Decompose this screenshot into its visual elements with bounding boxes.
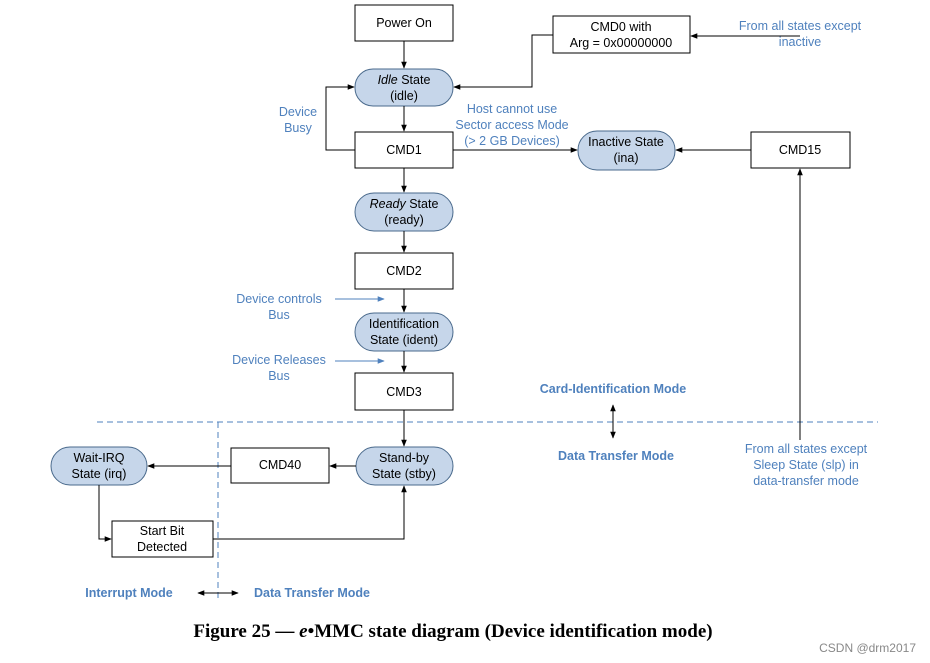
data-transfer-mode-label-right: Data Transfer Mode bbox=[558, 449, 674, 463]
ready-state-label-rest: State bbox=[406, 197, 439, 211]
cmd2-box bbox=[354, 252, 454, 290]
idle-state-label-line1: Idle State bbox=[378, 73, 431, 87]
figure-caption-suffix: •MMC state diagram (Device identificatio… bbox=[308, 621, 713, 642]
start-bit-detected-box bbox=[111, 520, 214, 558]
inactive-state-label-line1: Inactive State bbox=[588, 135, 664, 149]
figure-caption: Figure 25 — e•MMC state diagram (Device … bbox=[193, 621, 712, 642]
host-cannot-line2: Sector access Mode bbox=[455, 118, 568, 132]
figure-caption-italic: e bbox=[299, 621, 308, 642]
ready-state-label-line1: Ready State bbox=[370, 197, 439, 211]
start-bit-label-line1: Start Bit bbox=[140, 524, 185, 538]
from-all-except-inactive-line2: inactive bbox=[779, 35, 821, 49]
figure-caption-prefix: Figure 25 — bbox=[193, 621, 299, 642]
idle-state-label-italic: Idle bbox=[378, 73, 398, 87]
inactive-state bbox=[577, 130, 676, 171]
start-bit-label-line2: Detected bbox=[137, 540, 187, 554]
watermark: CSDN @drm2017 bbox=[819, 641, 916, 655]
cmd15-label: CMD15 bbox=[779, 143, 821, 157]
from-all-except-sleep-line2: Sleep State (slp) in bbox=[753, 458, 859, 472]
cmd0-label-line1: CMD0 with bbox=[590, 20, 651, 34]
idle-state-label-line2: (idle) bbox=[390, 89, 418, 103]
from-all-except-sleep-line3: data-transfer mode bbox=[753, 474, 859, 488]
wait-irq-state-label-line1: Wait-IRQ bbox=[74, 451, 125, 465]
standby-state-label-line2: State (stby) bbox=[372, 467, 436, 481]
cmd1-label: CMD1 bbox=[386, 143, 421, 157]
data-transfer-mode-label-bottom: Data Transfer Mode bbox=[254, 586, 370, 600]
from-all-except-inactive-line1: From all states except bbox=[739, 19, 862, 33]
arrow-cmd1-busy-loop bbox=[325, 84, 355, 151]
inactive-state-label-line2: (ina) bbox=[613, 151, 638, 165]
device-controls-line1: Device controls bbox=[236, 292, 321, 306]
cmd0-box bbox=[552, 15, 691, 54]
host-cannot-line1: Host cannot use bbox=[467, 102, 557, 116]
cmd3-label: CMD3 bbox=[386, 385, 421, 399]
host-cannot-line3: (> 2 GB Devices) bbox=[464, 134, 560, 148]
standby-state-label-line1: Stand-by bbox=[379, 451, 430, 465]
arrow-waitirq-to-startbit bbox=[98, 485, 112, 542]
card-identification-mode-label: Card-Identification Mode bbox=[540, 382, 687, 396]
wait-irq-state-label-line2: State (irq) bbox=[72, 467, 127, 481]
ready-state-label-italic: Ready bbox=[370, 197, 407, 211]
power-on-label: Power On bbox=[376, 16, 432, 30]
cmd40-label: CMD40 bbox=[259, 458, 301, 472]
device-busy-line2: Busy bbox=[284, 121, 313, 135]
interrupt-mode-label: Interrupt Mode bbox=[85, 586, 173, 600]
cmd2-label: CMD2 bbox=[386, 264, 421, 278]
device-busy-line1: Device bbox=[279, 105, 317, 119]
identification-state-label-line1: Identification bbox=[369, 317, 439, 331]
identification-state-label-line2: State (ident) bbox=[370, 333, 438, 347]
from-all-except-sleep-line1: From all states except bbox=[745, 442, 868, 456]
device-releases-line1: Device Releases bbox=[232, 353, 326, 367]
device-releases-line2: Bus bbox=[268, 369, 290, 383]
arrow-cmd0-to-idle bbox=[453, 34, 553, 90]
ready-state-label-line2: (ready) bbox=[384, 213, 424, 227]
cmd0-label-line2: Arg = 0x00000000 bbox=[570, 36, 673, 50]
cmd1-box bbox=[354, 131, 454, 169]
arrow-startbit-to-standby bbox=[213, 485, 407, 540]
device-controls-line2: Bus bbox=[268, 308, 290, 322]
idle-state-label-rest: State bbox=[398, 73, 431, 87]
